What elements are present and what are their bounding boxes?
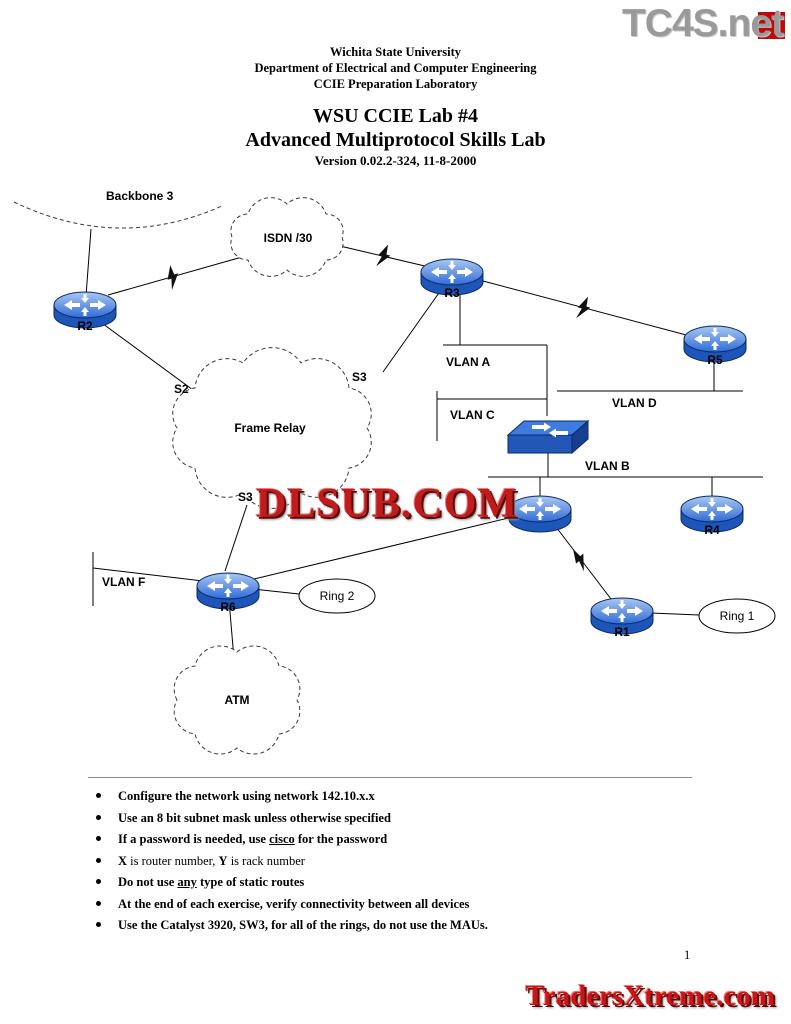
frame-relay-cloud (172, 347, 372, 509)
watermark-center: DLSUB.COM (256, 481, 519, 527)
note-item: Configure the network using network 142.… (96, 789, 696, 803)
isdn-cloud (230, 197, 344, 277)
bullet-icon (96, 900, 101, 906)
note-text: Use an 8 bit subnet mask unless otherwis… (118, 810, 391, 825)
vlan-c-label: VLAN C (450, 408, 495, 422)
note-text: Use the Catalyst 3920, SW3, for all of t… (118, 918, 488, 932)
note-text: Do not use (118, 875, 178, 889)
backbone-label: Backbone 3 (106, 189, 174, 203)
note-text: Y (218, 853, 228, 868)
vlan-d-label: VLAN D (612, 396, 657, 410)
router-r3: R3 (420, 258, 484, 300)
note-item: Use an 8 bit subnet mask unless otherwis… (96, 811, 696, 825)
department-name: Department of Electrical and Computer En… (254, 61, 537, 75)
ring1-label: Ring 1 (720, 609, 755, 623)
s2-label: S2 (174, 382, 189, 396)
backbone-arc (13, 201, 223, 229)
isdn-label: ISDN /30 (264, 231, 313, 245)
notes-separator (88, 777, 692, 778)
router-r1: R1 (590, 597, 654, 639)
note-text: If a password is needed, use (118, 832, 270, 846)
link-r6-router (253, 514, 522, 580)
bullet-icon (96, 922, 101, 927)
link-r2-frame-relay (98, 320, 194, 391)
serial-bolt-isdn-r3 (375, 242, 393, 270)
site-logo: TC4S.net (622, 2, 785, 48)
atm-cloud (173, 645, 301, 755)
university-name: Wichita State University (329, 45, 461, 59)
note-text: type of static routes (196, 875, 305, 889)
note-text: any (177, 875, 197, 889)
note-text: is rack number (227, 853, 305, 868)
lab-name: CCIE Preparation Laboratory (313, 77, 478, 91)
logo-text: TC4S.net (621, 2, 784, 45)
notes-list: Configure the network using network 142.… (96, 789, 696, 940)
note-item: X is router number, Y is rack number (96, 854, 696, 868)
serial-bolt-r3-r5 (575, 294, 593, 322)
title-line2: Advanced Multiprotocol Skills Lab (245, 129, 546, 151)
link-r6-frame-relay (224, 504, 248, 572)
note-item: Use the Catalyst 3920, SW3, for all of t… (96, 918, 696, 932)
router-unlabeled (508, 495, 572, 533)
note-text: At the end of each exercise, verify conn… (118, 896, 470, 911)
router-r6: R6 (196, 572, 260, 614)
atm-label: ATM (224, 693, 249, 707)
document-title: WSU CCIE Lab #4 Advanced Multiprotocol S… (0, 104, 791, 170)
link-r3-frame-relay (382, 289, 442, 373)
router-r2: R2 (53, 291, 117, 333)
router-r4: R4 (680, 495, 744, 537)
note-item: Do not use any type of static routes (96, 875, 696, 889)
note-text: cisco (269, 832, 295, 846)
bullet-icon (96, 793, 101, 798)
router-r3-label: R3 (444, 286, 460, 300)
frame-relay-label: Frame Relay (234, 421, 306, 435)
router-r6-label: R6 (220, 600, 236, 614)
title-line1: WSU CCIE Lab #4 (312, 105, 479, 127)
document-header: Wichita State University Department of E… (0, 44, 791, 92)
vlan-a-label: VLAN A (446, 355, 491, 369)
link-r6-vlan-f (92, 567, 204, 582)
note-text: Configure the network using network 142.… (118, 789, 375, 803)
router-r2-label: R2 (77, 319, 93, 333)
bullet-icon (96, 814, 101, 820)
page-number: 1 (684, 948, 691, 962)
watermark-bottom: TradersXtreme.com (525, 980, 775, 1012)
network-diagram: Backbone 3 ISDN /30 Frame Relay ATM (13, 189, 776, 755)
links (85, 228, 763, 660)
logo-red-square-icon (758, 12, 785, 39)
ring2-label: Ring 2 (320, 589, 355, 603)
s3-bottom-label: S3 (238, 490, 253, 504)
router-r1-label: R1 (614, 625, 630, 639)
link-r2-backbone (85, 228, 92, 297)
router-r5-label: R5 (707, 353, 723, 367)
title-version: Version 0.02.2-324, 11-8-2000 (314, 153, 477, 168)
note-text: X (118, 853, 128, 868)
note-item: If a password is needed, use cisco for t… (96, 832, 696, 846)
bullet-icon (96, 857, 101, 863)
router-r5: R5 (683, 325, 747, 367)
note-text: for the password (294, 832, 388, 846)
note-item: At the end of each exercise, verify conn… (96, 897, 696, 911)
switch-device (507, 420, 589, 454)
vlan-b-label: VLAN B (585, 459, 630, 473)
bullet-icon (96, 836, 101, 841)
ring2: Ring 2 (298, 578, 376, 614)
note-text: is router number, (127, 853, 219, 868)
router-r4-label: R4 (704, 523, 720, 537)
ring1: Ring 1 (698, 598, 776, 634)
serial-bolt-router-r1 (567, 545, 593, 573)
s3-top-label: S3 (352, 370, 367, 384)
vlan-f-label: VLAN F (102, 575, 145, 589)
link-r6-ring2 (252, 588, 300, 595)
serial-bolt-r2-isdn (163, 263, 183, 291)
bullet-icon (96, 879, 101, 884)
link-r1-ring1 (650, 612, 700, 616)
